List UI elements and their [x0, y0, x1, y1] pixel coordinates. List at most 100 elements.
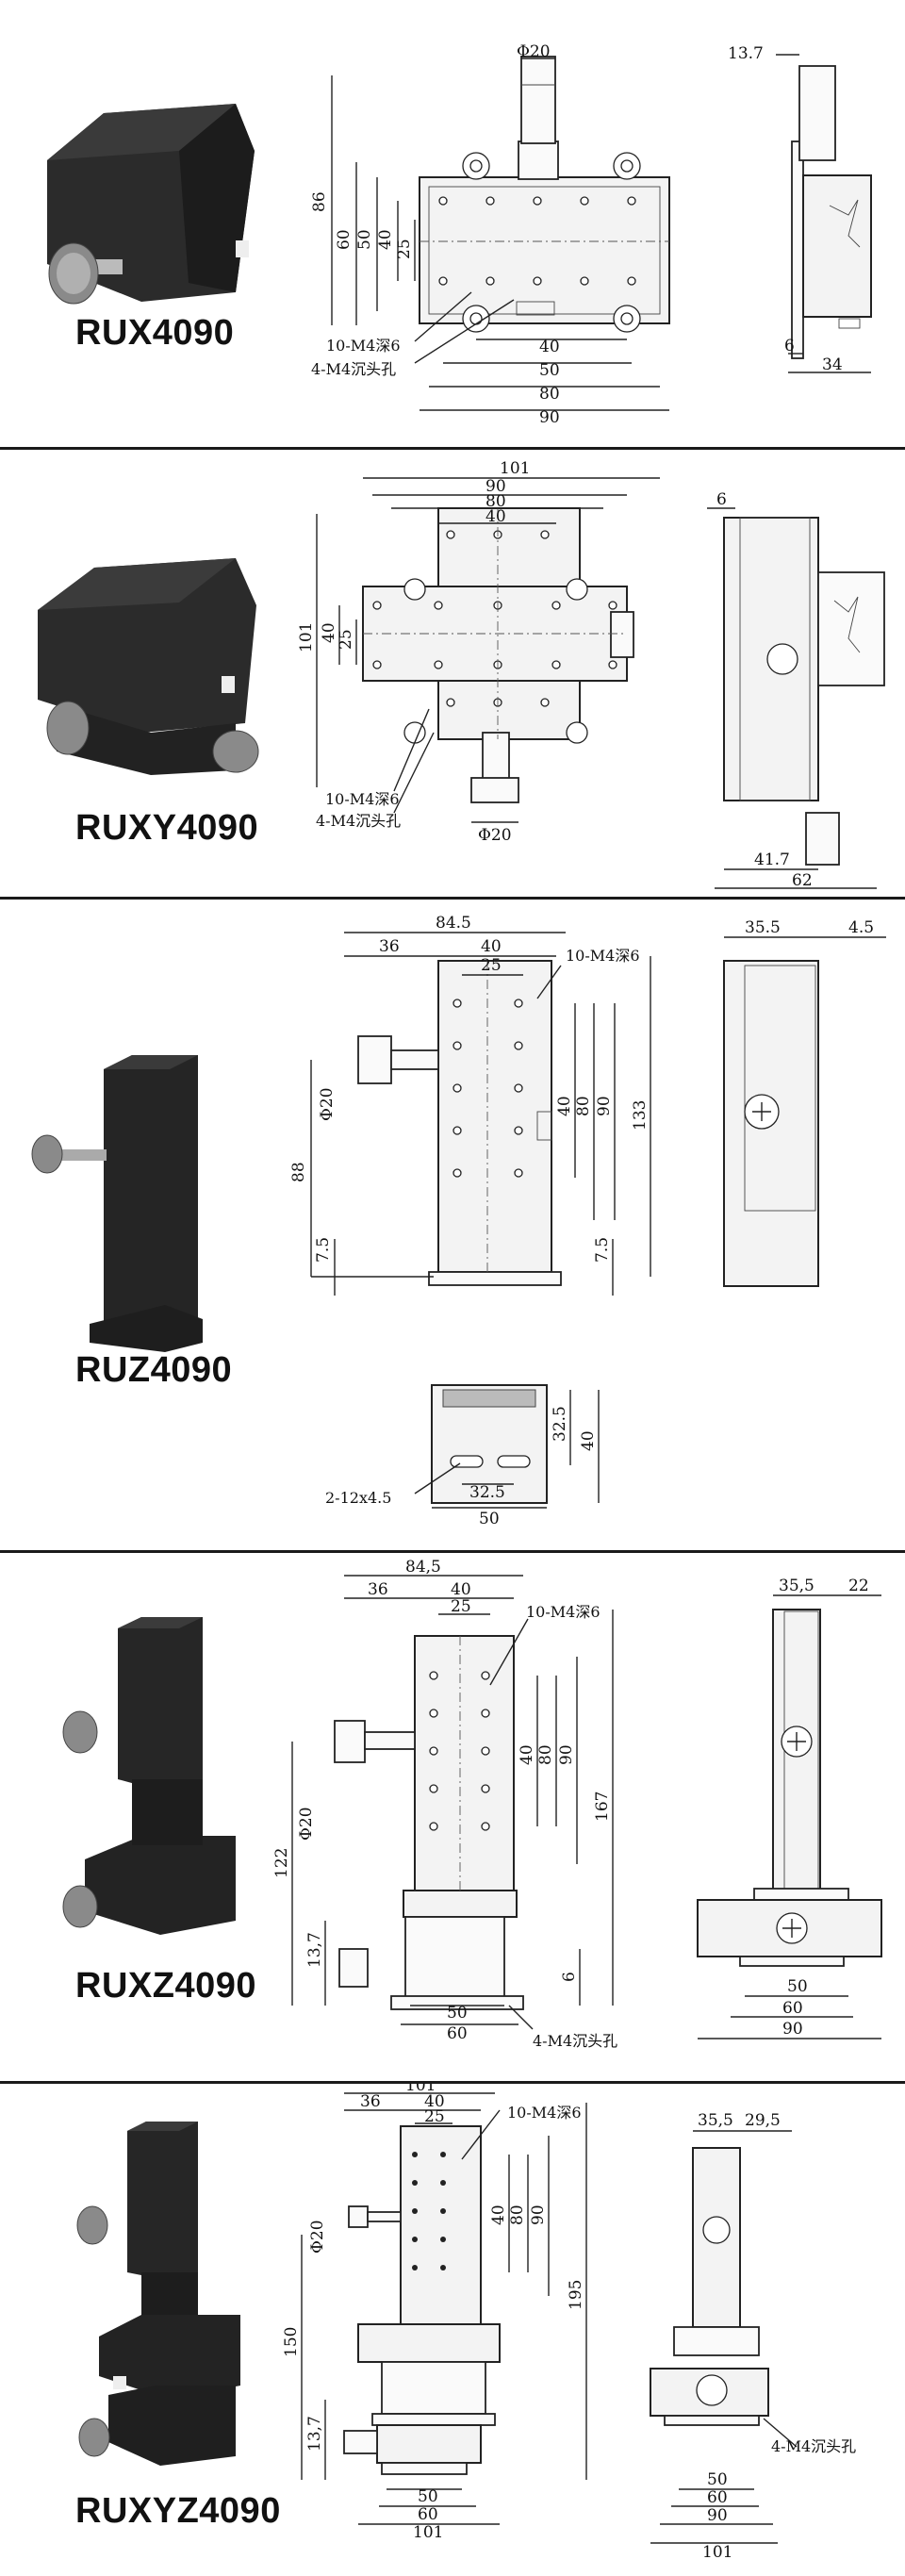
ruxz-phi-label: Φ20 [297, 1807, 316, 1841]
divider [0, 2081, 905, 2084]
rux4090-front-view [331, 56, 670, 411]
divider [0, 897, 905, 900]
ruz-v90-label: 90 [595, 1096, 614, 1116]
section-ruz4090: 84.5 36 40 25 10-M4深6 35.5 4.5 40 80 90 … [0, 900, 905, 1550]
ruxy-40-label: 40 [485, 507, 506, 526]
ruxy4090-side-view [707, 507, 885, 889]
ruxy-101-label: 101 [500, 459, 530, 478]
ruxy-v101-label: 101 [297, 622, 316, 652]
ruxz4090-front-view [291, 1575, 614, 2030]
rux-6-label: 6 [784, 337, 795, 355]
ruxz-v6-label: 6 [560, 1972, 579, 1982]
ruxyz-v80-label: 80 [508, 2204, 527, 2225]
ruz-84-5-label: 84.5 [436, 914, 471, 933]
ruxz4090-photo [62, 1617, 236, 1935]
ruxy4090-drawing: 101 90 80 40 6 101 40 25 10-M4深6 4-M4沉头孔… [38, 459, 885, 890]
ruz-v40b-label: 40 [579, 1430, 598, 1451]
ruxz-35-5-label: 35,5 [779, 1577, 814, 1595]
ruxy-holes4-label: 4-M4沉头孔 [316, 812, 401, 830]
rux-34-label: 34 [822, 355, 843, 374]
ruxz-holes4-label: 4-M4沉头孔 [533, 2032, 617, 2050]
model-name: RUXY4090 [75, 808, 259, 848]
rux-60-label: 60 [335, 229, 354, 250]
ruz-v32-5-label: 32.5 [551, 1406, 569, 1442]
ruxyz-r60-label: 60 [707, 2488, 728, 2507]
ruz-slots-label: 2-12x4.5 [325, 1489, 391, 1507]
ruxz-v13-7-label: 13,7 [305, 1932, 324, 1968]
ruxyz-25-label: 25 [424, 2107, 445, 2126]
ruz4090-photo [31, 1055, 203, 1352]
ruz-35-5-label: 35.5 [745, 918, 781, 937]
rux-86-label: 86 [310, 191, 329, 212]
ruxyz-holes4-label: 4-M4沉头孔 [771, 2437, 856, 2455]
ruxy4090-photo [38, 558, 259, 775]
ruxyz-101-label: 101 [405, 2084, 436, 2095]
ruxz-b60-label: 60 [447, 2024, 468, 2043]
rux-b40-label: 40 [539, 338, 560, 356]
ruxz-v40-label: 40 [518, 1744, 536, 1765]
model-name: RUXYZ4090 [75, 2491, 281, 2531]
ruz-7-5a-label: 7.5 [314, 1237, 333, 1263]
ruxz-84-5-label: 84,5 [405, 1558, 441, 1577]
ruxyz4090-photo [76, 2122, 240, 2466]
ruz-v80-label: 80 [574, 1096, 593, 1116]
ruxyz-29-5-label: 29,5 [745, 2111, 781, 2130]
ruxyz-v90-label: 90 [529, 2204, 548, 2225]
ruxyz-r101-label: 101 [702, 2543, 732, 2562]
ruz-v40-label: 40 [555, 1096, 574, 1116]
divider [0, 1550, 905, 1553]
ruz4090-drawing: 84.5 36 40 25 10-M4深6 35.5 4.5 40 80 90 … [31, 914, 886, 1528]
ruxy-phi-label: Φ20 [478, 826, 512, 845]
ruxz-holes10-label: 10-M4深6 [526, 1603, 601, 1621]
ruz-holes10-label: 10-M4深6 [566, 947, 640, 965]
ruxz-v167-label: 167 [593, 1792, 612, 1822]
ruxy-v25-label: 25 [337, 629, 355, 650]
rux-40-label: 40 [376, 229, 395, 250]
rux-b50-label: 50 [539, 361, 560, 380]
ruxyz-v13-7-label: 13,7 [305, 2416, 324, 2452]
ruxz-25-label: 25 [451, 1597, 471, 1616]
ruxyz-phi-label: Φ20 [308, 2220, 327, 2254]
section-ruxyz4090: 101 36 40 25 10-M4深6 35,5 29,5 40 80 90 … [0, 2084, 905, 2576]
ruxyz-r90-label: 90 [707, 2506, 728, 2525]
ruz-88-label: 88 [289, 1162, 308, 1182]
ruxz-36-label: 36 [368, 1580, 388, 1599]
ruz-h32-5-label: 32.5 [469, 1483, 505, 1502]
ruxy-v40-label: 40 [320, 622, 338, 643]
ruz-36-label: 36 [379, 937, 400, 956]
ruxy-80-label: 80 [485, 492, 506, 511]
ruxy-90-label: 90 [485, 477, 506, 496]
rux-holes10-label: 10-M4深6 [326, 337, 401, 355]
ruxz-r50-label: 50 [787, 1977, 808, 1996]
ruxyz-35-5-label: 35,5 [698, 2111, 733, 2130]
model-name: RUXZ4090 [75, 1966, 256, 2006]
ruz-40-label: 40 [481, 937, 502, 956]
ruxyz-b50-label: 50 [418, 2487, 438, 2506]
ruxz-b50-label: 50 [447, 2004, 468, 2023]
ruxyz4090-drawing: 101 36 40 25 10-M4深6 35,5 29,5 40 80 90 … [76, 2084, 856, 2562]
ruxz-v90-label: 90 [557, 1744, 576, 1765]
ruz4090-side-view [723, 936, 886, 1287]
model-name: RUZ4090 [75, 1350, 233, 1390]
ruxyz4090-front-view [301, 2092, 587, 2525]
rux4090-drawing: Φ20 13.7 86 60 50 40 25 10-M4深6 4-M4沉头孔 … [47, 42, 872, 427]
ruz-h50-label: 50 [479, 1510, 500, 1528]
ruxz-40-label: 40 [451, 1580, 471, 1599]
rux-50-label: 50 [355, 229, 374, 250]
section-rux4090: Φ20 13.7 86 60 50 40 25 10-M4深6 4-M4沉头孔 … [0, 0, 905, 447]
ruxyz-40-label: 40 [424, 2092, 445, 2111]
ruxyz-b60-label: 60 [418, 2505, 438, 2524]
rux-13-7-label: 13.7 [728, 44, 764, 63]
ruz4090-base-view [414, 1384, 600, 1509]
rux4090-side-view [776, 54, 872, 373]
ruxz-r90-label: 90 [782, 2020, 803, 2039]
divider [0, 447, 905, 450]
ruxz-v80-label: 80 [536, 1744, 555, 1765]
ruxz-r60-label: 60 [782, 1999, 803, 2018]
ruxy4090-front-view [316, 477, 660, 823]
ruxy-62-label: 62 [792, 871, 813, 890]
ruxyz-v150-label: 150 [282, 2327, 301, 2357]
ruxyz-v195-label: 195 [567, 2280, 585, 2310]
rux-phi-label: Φ20 [517, 42, 551, 61]
rux-25-label: 25 [395, 239, 414, 259]
